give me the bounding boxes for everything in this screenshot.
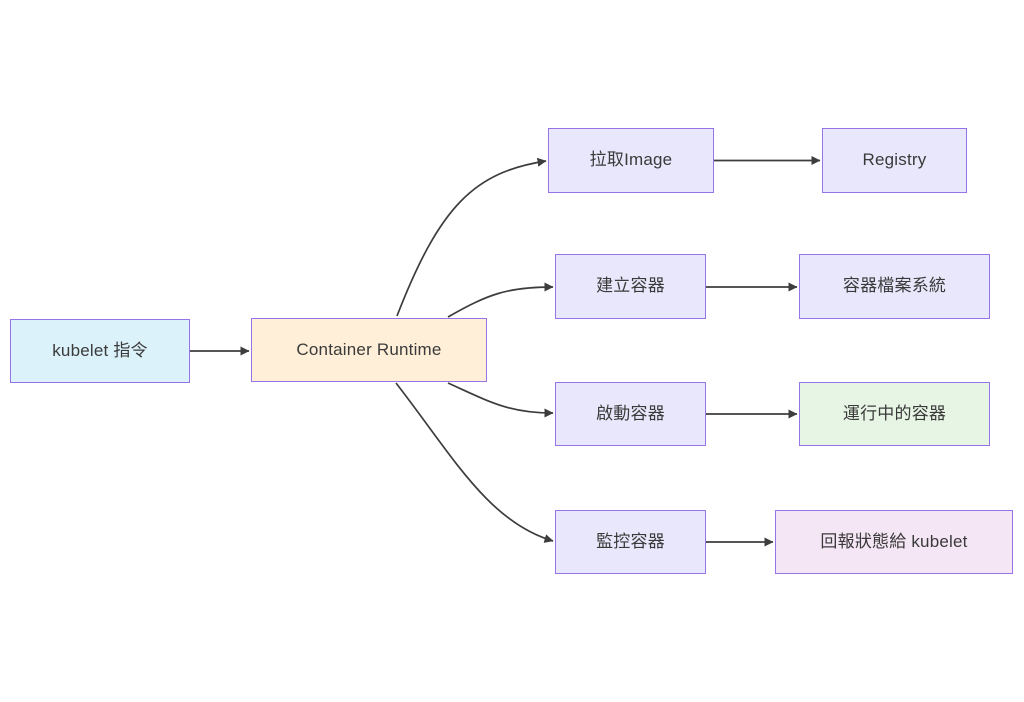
node-pull-image: 拉取Image bbox=[548, 128, 714, 193]
node-container-runtime: Container Runtime bbox=[251, 318, 487, 382]
node-container-filesystem: 容器檔案系統 bbox=[799, 254, 990, 319]
edge-runtime-to-start-container bbox=[447, 382, 554, 418]
edge-runtime-to-create-container bbox=[447, 282, 554, 318]
edge-runtime-to-monitor-container bbox=[395, 382, 554, 543]
node-registry: Registry bbox=[822, 128, 967, 193]
node-start-container: 啟動容器 bbox=[555, 382, 706, 446]
node-create-container: 建立容器 bbox=[555, 254, 706, 319]
edge-runtime-to-pull-image bbox=[396, 157, 547, 317]
node-monitor-container: 監控容器 bbox=[555, 510, 706, 574]
node-kubelet: kubelet 指令 bbox=[10, 319, 190, 383]
node-report-status-to-kubelet: 回報狀態給 kubelet bbox=[775, 510, 1013, 574]
node-running-container: 運行中的容器 bbox=[799, 382, 990, 446]
